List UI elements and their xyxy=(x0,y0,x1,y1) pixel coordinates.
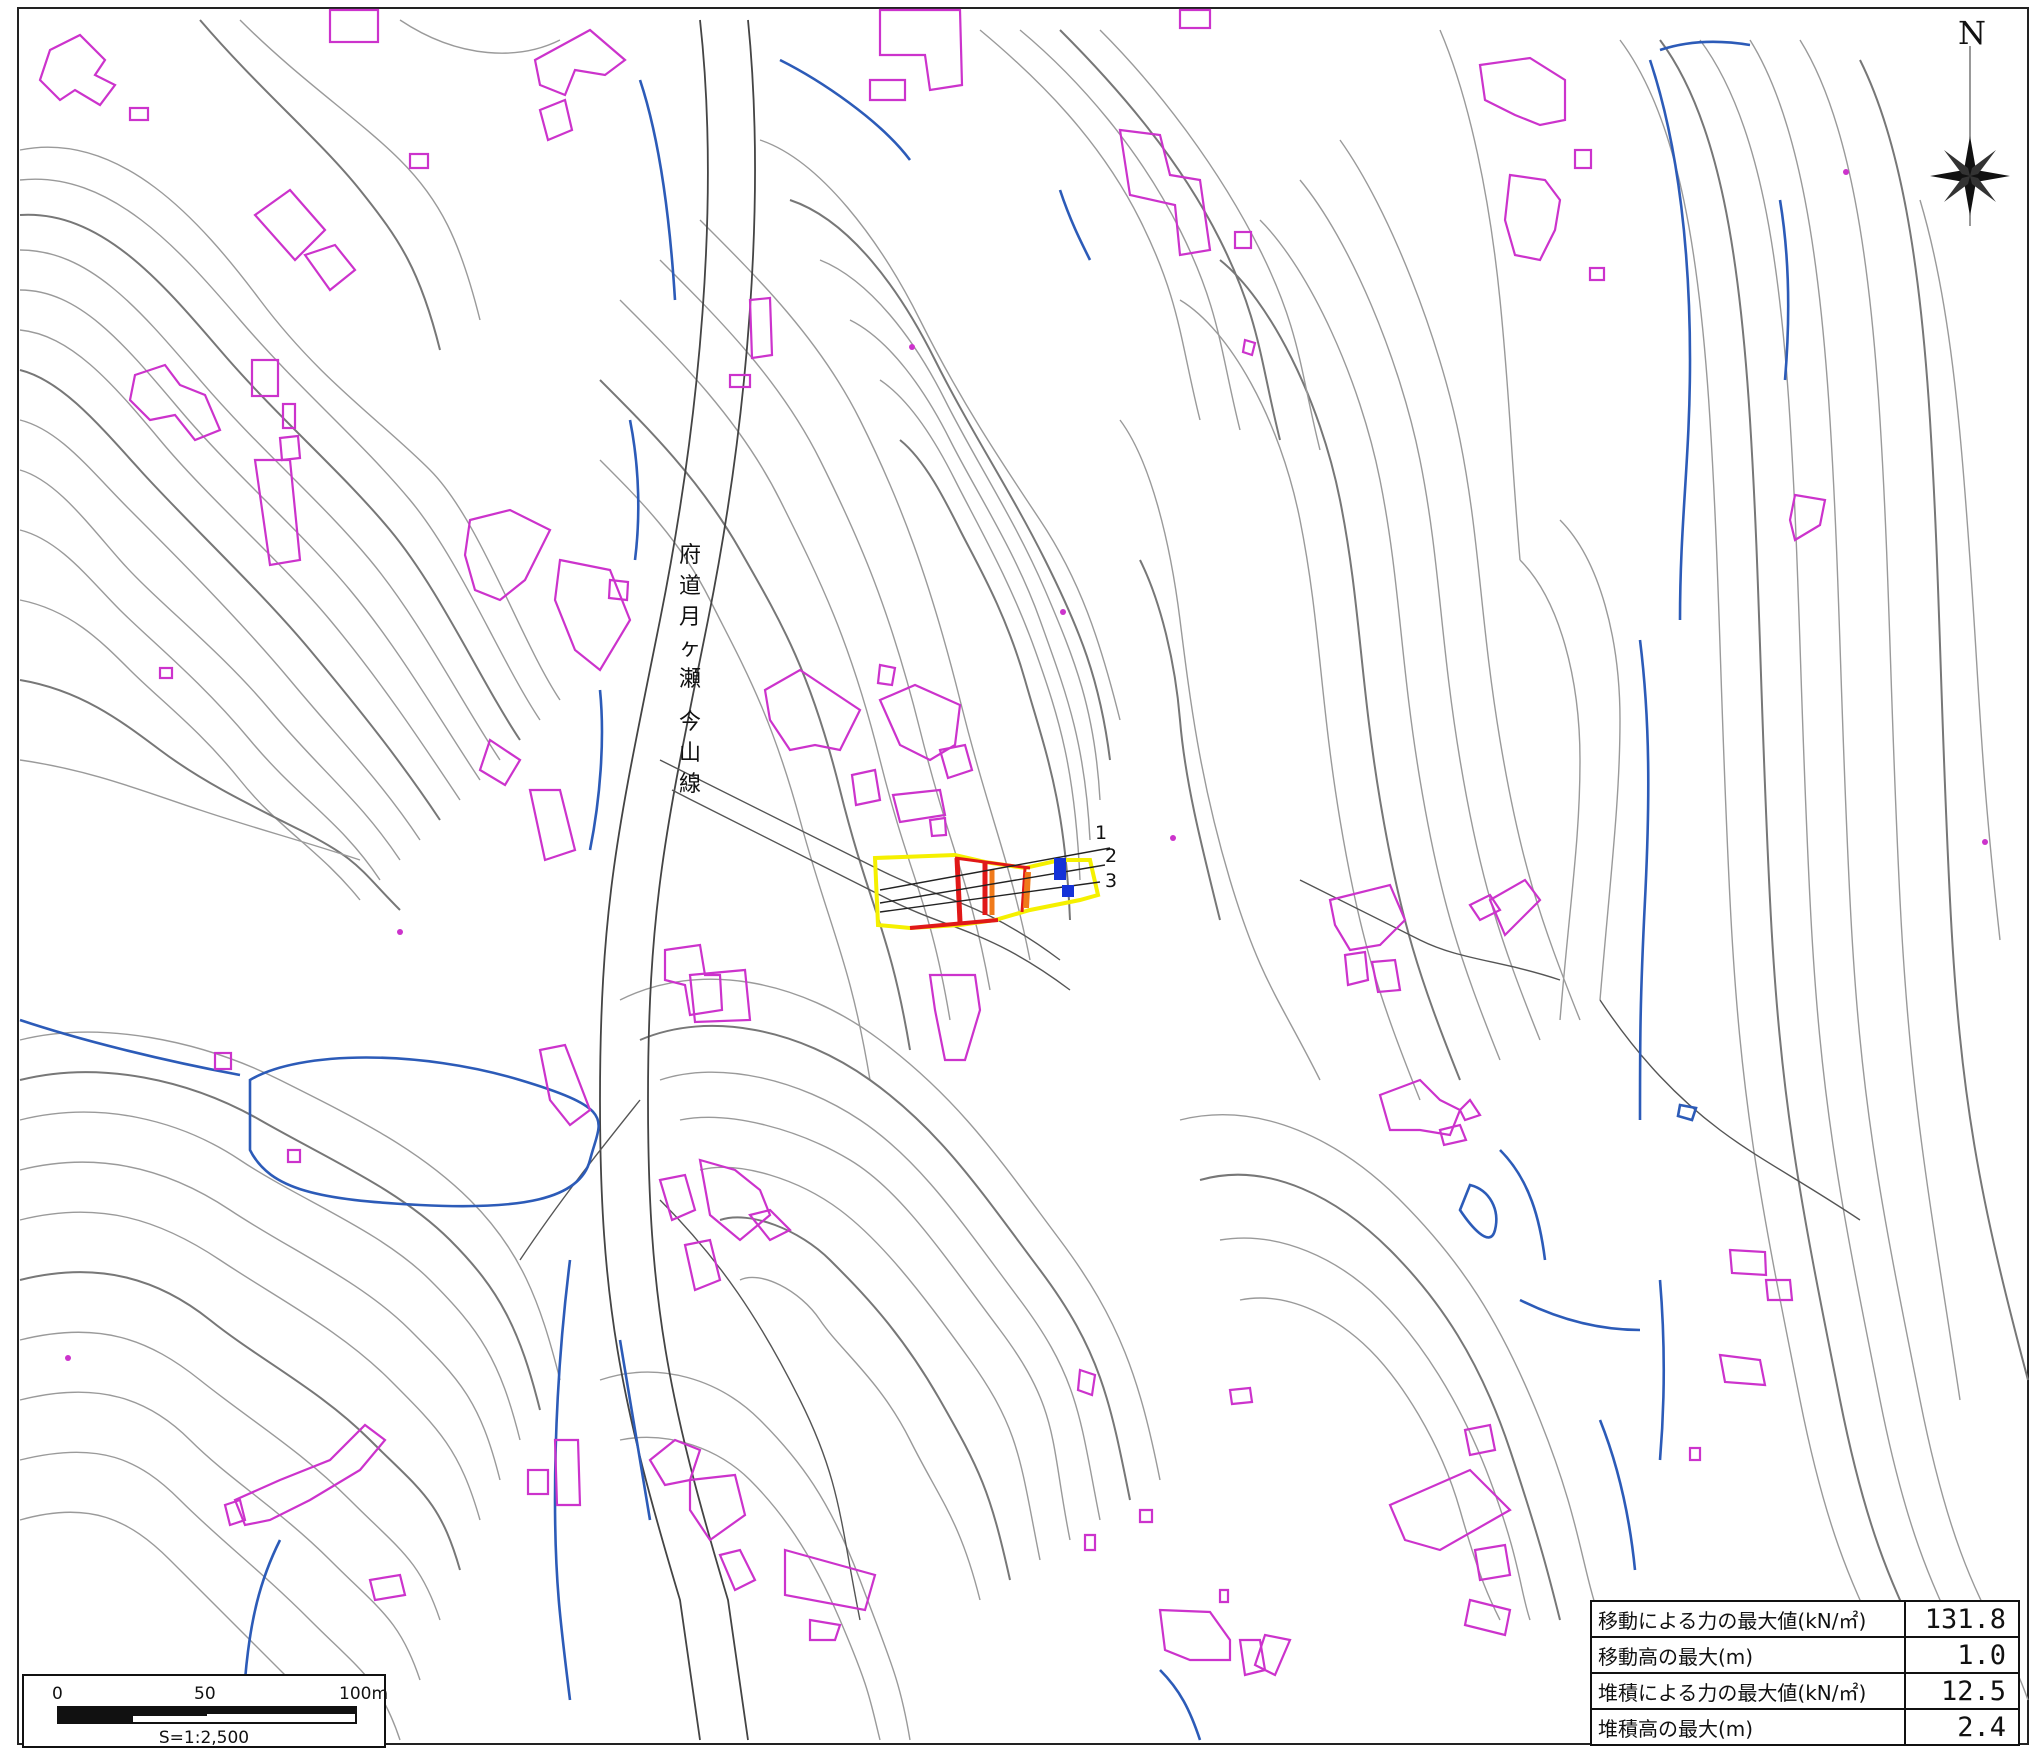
road-name-label: 府 道 月 ヶ 瀬 今 山 線 xyxy=(670,540,710,800)
table-row: 移動による力の最大値(kN/㎡) 131.8 xyxy=(1590,1600,2020,1638)
scale-tick-50: 50 xyxy=(194,1684,216,1704)
zone-red-top xyxy=(954,856,1031,870)
section-number-3: 3 xyxy=(1105,870,1118,892)
road-name-char: 瀬 xyxy=(678,667,701,692)
contour-lines xyxy=(19,19,2029,1741)
table-row: 移動高の最大(m) 1.0 xyxy=(1590,1636,2020,1674)
result-label: 堆積高の最大(m) xyxy=(1590,1708,1906,1746)
scale-tick-100: 100m xyxy=(339,1684,389,1704)
road-name-char: 月 xyxy=(678,605,701,630)
section-number-2: 2 xyxy=(1105,845,1118,867)
marker-top xyxy=(1054,858,1066,880)
water-features xyxy=(19,40,1790,1741)
side-roads xyxy=(519,759,1861,1621)
zone-red-base xyxy=(909,918,999,930)
road-name-char: 府 xyxy=(678,543,701,568)
section-line-1 xyxy=(879,847,1111,891)
result-value: 12.5 xyxy=(1904,1672,2020,1710)
zone-red-right xyxy=(1020,867,1027,913)
hazard-zone xyxy=(872,847,1111,931)
marker-bottom xyxy=(1062,885,1074,897)
road-name-char: 今 xyxy=(678,710,701,735)
result-label: 堆積による力の最大値(kN/㎡) xyxy=(1590,1672,1906,1710)
compass-rose-icon xyxy=(1930,46,2010,226)
scale-bar-box: 0 50 100m S=1:2,500 xyxy=(22,1674,389,1748)
result-value: 1.0 xyxy=(1904,1636,2020,1674)
result-value: 2.4 xyxy=(1904,1708,2020,1746)
road-name-char: 道 xyxy=(678,574,701,599)
scale-tick-0: 0 xyxy=(52,1684,63,1704)
section-line-2 xyxy=(879,864,1106,904)
scale-bar-icon xyxy=(57,1706,357,1724)
results-table: 移動による力の最大値(kN/㎡) 131.8 移動高の最大(m) 1.0 堆積に… xyxy=(1590,1600,2020,1746)
road-name-char: 線 xyxy=(678,772,701,797)
table-row: 堆積高の最大(m) 2.4 xyxy=(1590,1708,2020,1746)
road-name-char: 山 xyxy=(678,741,701,766)
road-name-char: ヶ xyxy=(678,636,701,661)
scale-ratio: S=1:2,500 xyxy=(158,1728,250,1748)
result-label: 移動による力の最大値(kN/㎡) xyxy=(1590,1600,1906,1638)
result-label: 移動高の最大(m) xyxy=(1590,1636,1906,1674)
section-number-1: 1 xyxy=(1095,822,1108,844)
spot-heights xyxy=(65,169,1988,1361)
table-row: 堆積による力の最大値(kN/㎡) 12.5 xyxy=(1590,1672,2020,1710)
buildings xyxy=(38,8,1827,1677)
north-label: N xyxy=(1958,14,1986,52)
map-frame xyxy=(17,7,2029,1745)
result-value: 131.8 xyxy=(1904,1600,2020,1638)
